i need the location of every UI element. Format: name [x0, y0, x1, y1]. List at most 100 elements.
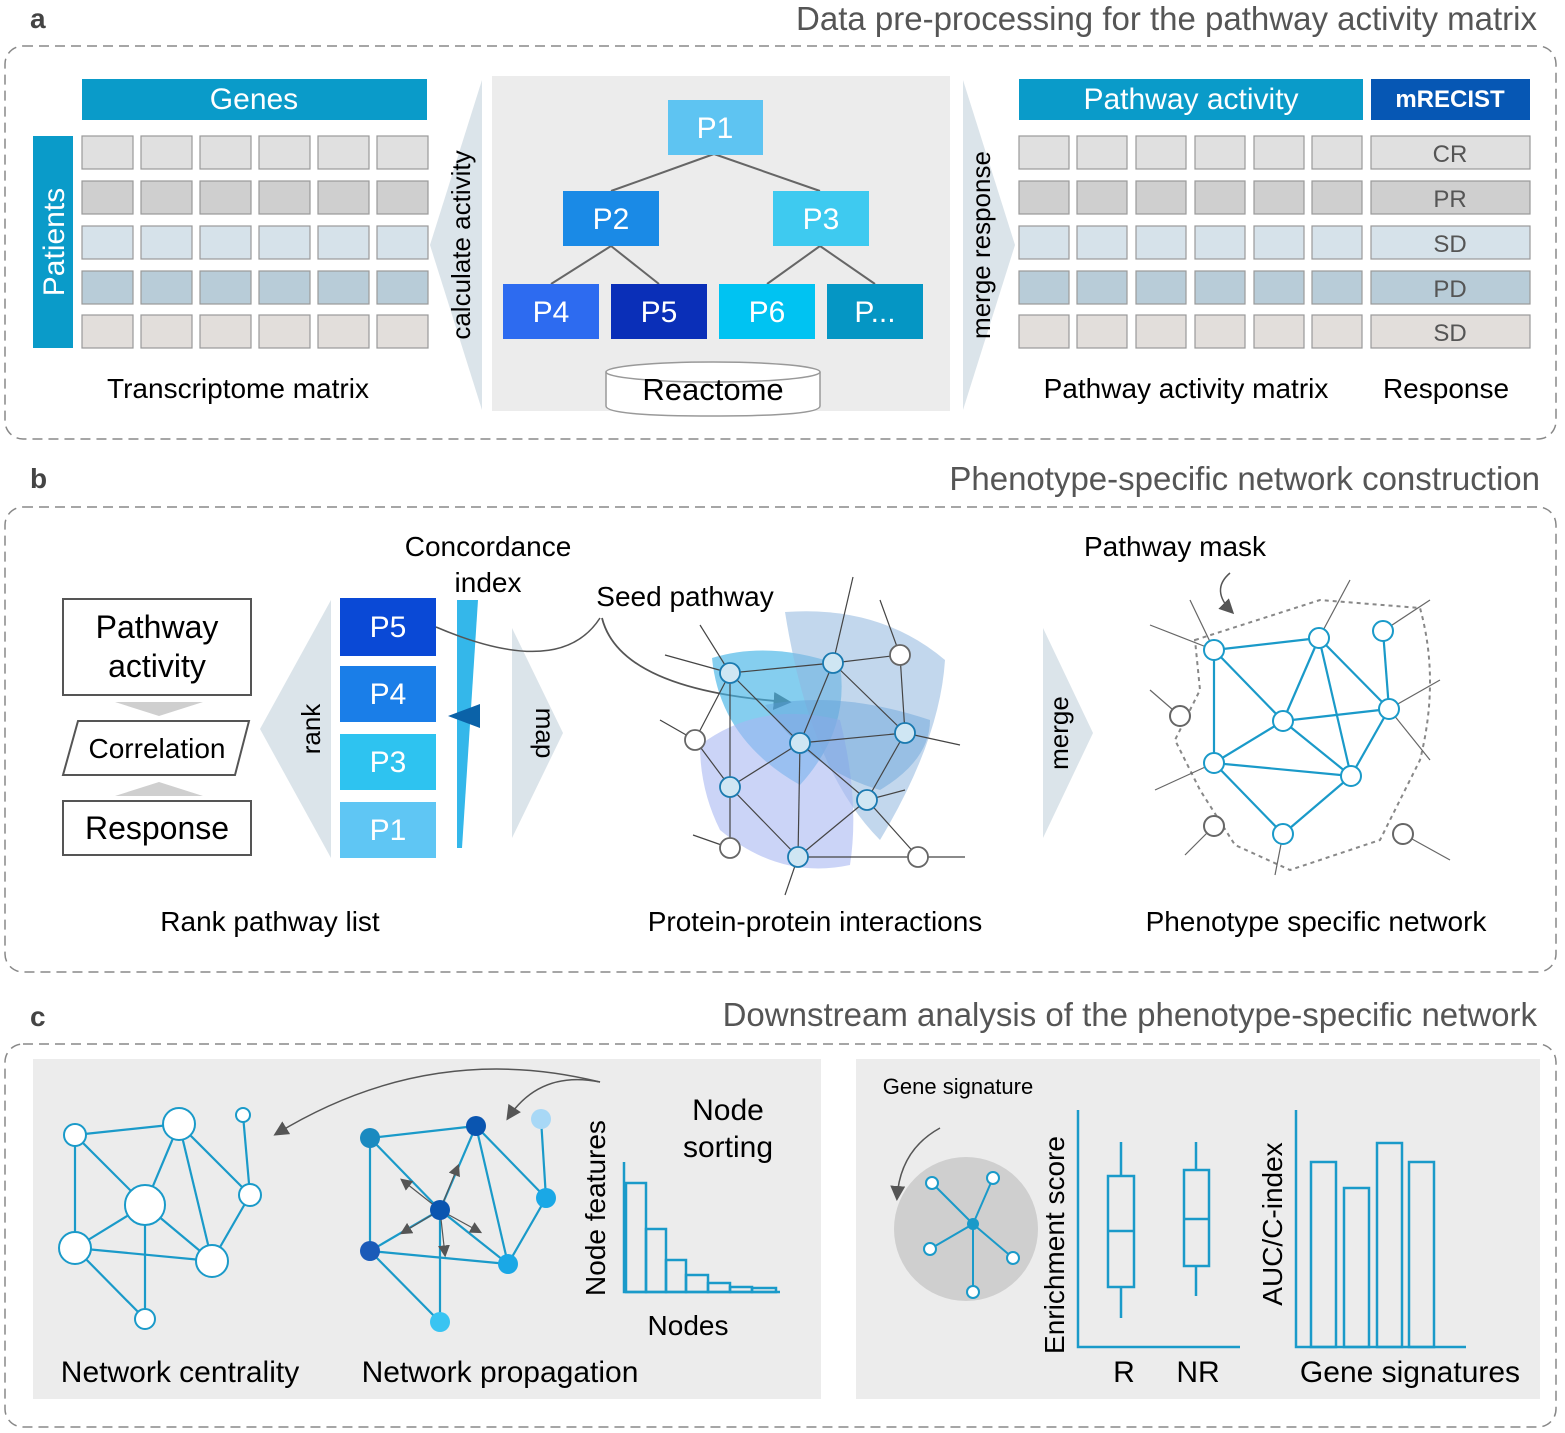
network-node: [162, 1107, 196, 1141]
gene-signature-arrow: [890, 1127, 941, 1201]
transcriptome-matrix: [81, 135, 429, 349]
ppi-edge: [797, 799, 868, 858]
network-edge: [1381, 630, 1391, 710]
matrix-cell: [1194, 270, 1246, 305]
panel-c-frame: [4, 1043, 1557, 1428]
network-edge: [74, 1122, 180, 1137]
star-node: [966, 1285, 980, 1299]
ppi-edge: [729, 672, 801, 744]
ppi-edge: [832, 662, 906, 734]
ppi-edge: [664, 654, 731, 674]
tree-node-p6-label: P6: [749, 296, 786, 329]
gene-signature-star: [923, 1171, 1020, 1299]
matrix-cell: [1311, 180, 1363, 215]
matrix-cell: [376, 225, 429, 260]
concordance-label-line2: index: [455, 567, 522, 598]
ppi-edge: [832, 576, 854, 664]
network-edge: [439, 1209, 509, 1265]
matrix-cell: [199, 314, 252, 349]
star-edge: [929, 1223, 974, 1250]
merge-response-arrow: [963, 80, 1015, 410]
matrix-cell: [1194, 225, 1246, 260]
network-node: [531, 1109, 551, 1129]
tree-node-p3: [773, 191, 869, 246]
network-node: [498, 1254, 518, 1274]
gene-signature-label: Gene signature: [883, 1074, 1033, 1099]
ppi-edge: [866, 732, 906, 801]
panel-a-frame: [4, 45, 1557, 440]
merge-label: merge: [1044, 696, 1074, 770]
ppi-node: [719, 837, 741, 859]
matrix-cell: [1018, 135, 1070, 170]
gene-signatures-label: Gene signatures: [1300, 1356, 1520, 1389]
phenotype-network: [1149, 579, 1451, 876]
ranked-p3-label: P3: [370, 746, 407, 779]
panel-b-title: Phenotype-specific network construction: [949, 460, 1540, 497]
ranked-p1-label: P1: [370, 814, 407, 847]
matrix-cell: [317, 225, 370, 260]
ppi-network: [659, 576, 965, 896]
network-edge: [1149, 624, 1215, 651]
network-edge: [369, 1137, 441, 1211]
boxplot-r: [1106, 1142, 1136, 1318]
network-node: [430, 1200, 450, 1220]
matrix-cell: [140, 135, 193, 170]
caption-rank-pathway: Rank pathway list: [160, 906, 380, 937]
centrality-network: [58, 1107, 262, 1330]
network-node: [58, 1231, 92, 1265]
network-node: [360, 1241, 380, 1261]
network-edge: [177, 1123, 214, 1262]
ppi-node: [789, 732, 811, 754]
response-cell: [1370, 314, 1531, 349]
up-arrow-gray: [115, 782, 203, 796]
ppi-node: [719, 776, 741, 798]
matrix-cell: [1018, 180, 1070, 215]
network-edge: [369, 1124, 477, 1140]
panel-c-title: Downstream analysis of the phenotype-spe…: [723, 996, 1538, 1033]
matrix-cell: [258, 180, 311, 215]
ppi-node: [856, 789, 878, 811]
network-node: [1203, 815, 1225, 837]
matrix-cell: [1253, 314, 1305, 349]
network-edge: [1281, 637, 1321, 722]
ppi-edge: [694, 672, 731, 741]
matrix-cell: [376, 180, 429, 215]
network-edge: [1282, 720, 1352, 777]
response-value: SD: [1433, 320, 1466, 347]
network-node: [466, 1116, 486, 1136]
matrix-cell: [1135, 135, 1187, 170]
mrecist-header-bar: [1371, 79, 1530, 120]
matrix-cell: [317, 180, 370, 215]
pathway-activity-matrix: [1018, 135, 1363, 349]
network-node: [1203, 639, 1225, 661]
network-node: [1169, 705, 1191, 727]
matrix-cell: [81, 135, 134, 170]
matrix-cell: [1311, 135, 1363, 170]
curved-arrow-to-centrality: [273, 1068, 601, 1136]
matrix-cell: [1311, 270, 1363, 305]
ppi-edge: [832, 654, 901, 664]
merge-arrow: [1043, 628, 1093, 838]
ppi-node: [907, 846, 929, 868]
response-value: CR: [1433, 141, 1468, 168]
caption-ppi: Protein-protein interactions: [648, 906, 983, 937]
matrix-cell: [1311, 225, 1363, 260]
seed-connector: [435, 617, 601, 653]
matrix-cell: [258, 314, 311, 349]
network-node: [1372, 620, 1394, 642]
matrix-cell: [1194, 180, 1246, 215]
network-node: [238, 1183, 262, 1207]
tree-node-p2: [563, 191, 659, 246]
star-node: [1006, 1251, 1020, 1265]
matrix-cell: [1135, 270, 1187, 305]
ranked-p3: [340, 734, 436, 790]
correlation-label: Correlation: [89, 733, 226, 764]
map-arrow: [512, 628, 563, 838]
network-node: [235, 1107, 251, 1123]
response-value: PD: [1433, 276, 1466, 303]
tree-node-p4: [503, 284, 599, 339]
matrix-cell: [199, 180, 252, 215]
star-node: [925, 1176, 939, 1190]
star-edge: [972, 1223, 1014, 1259]
